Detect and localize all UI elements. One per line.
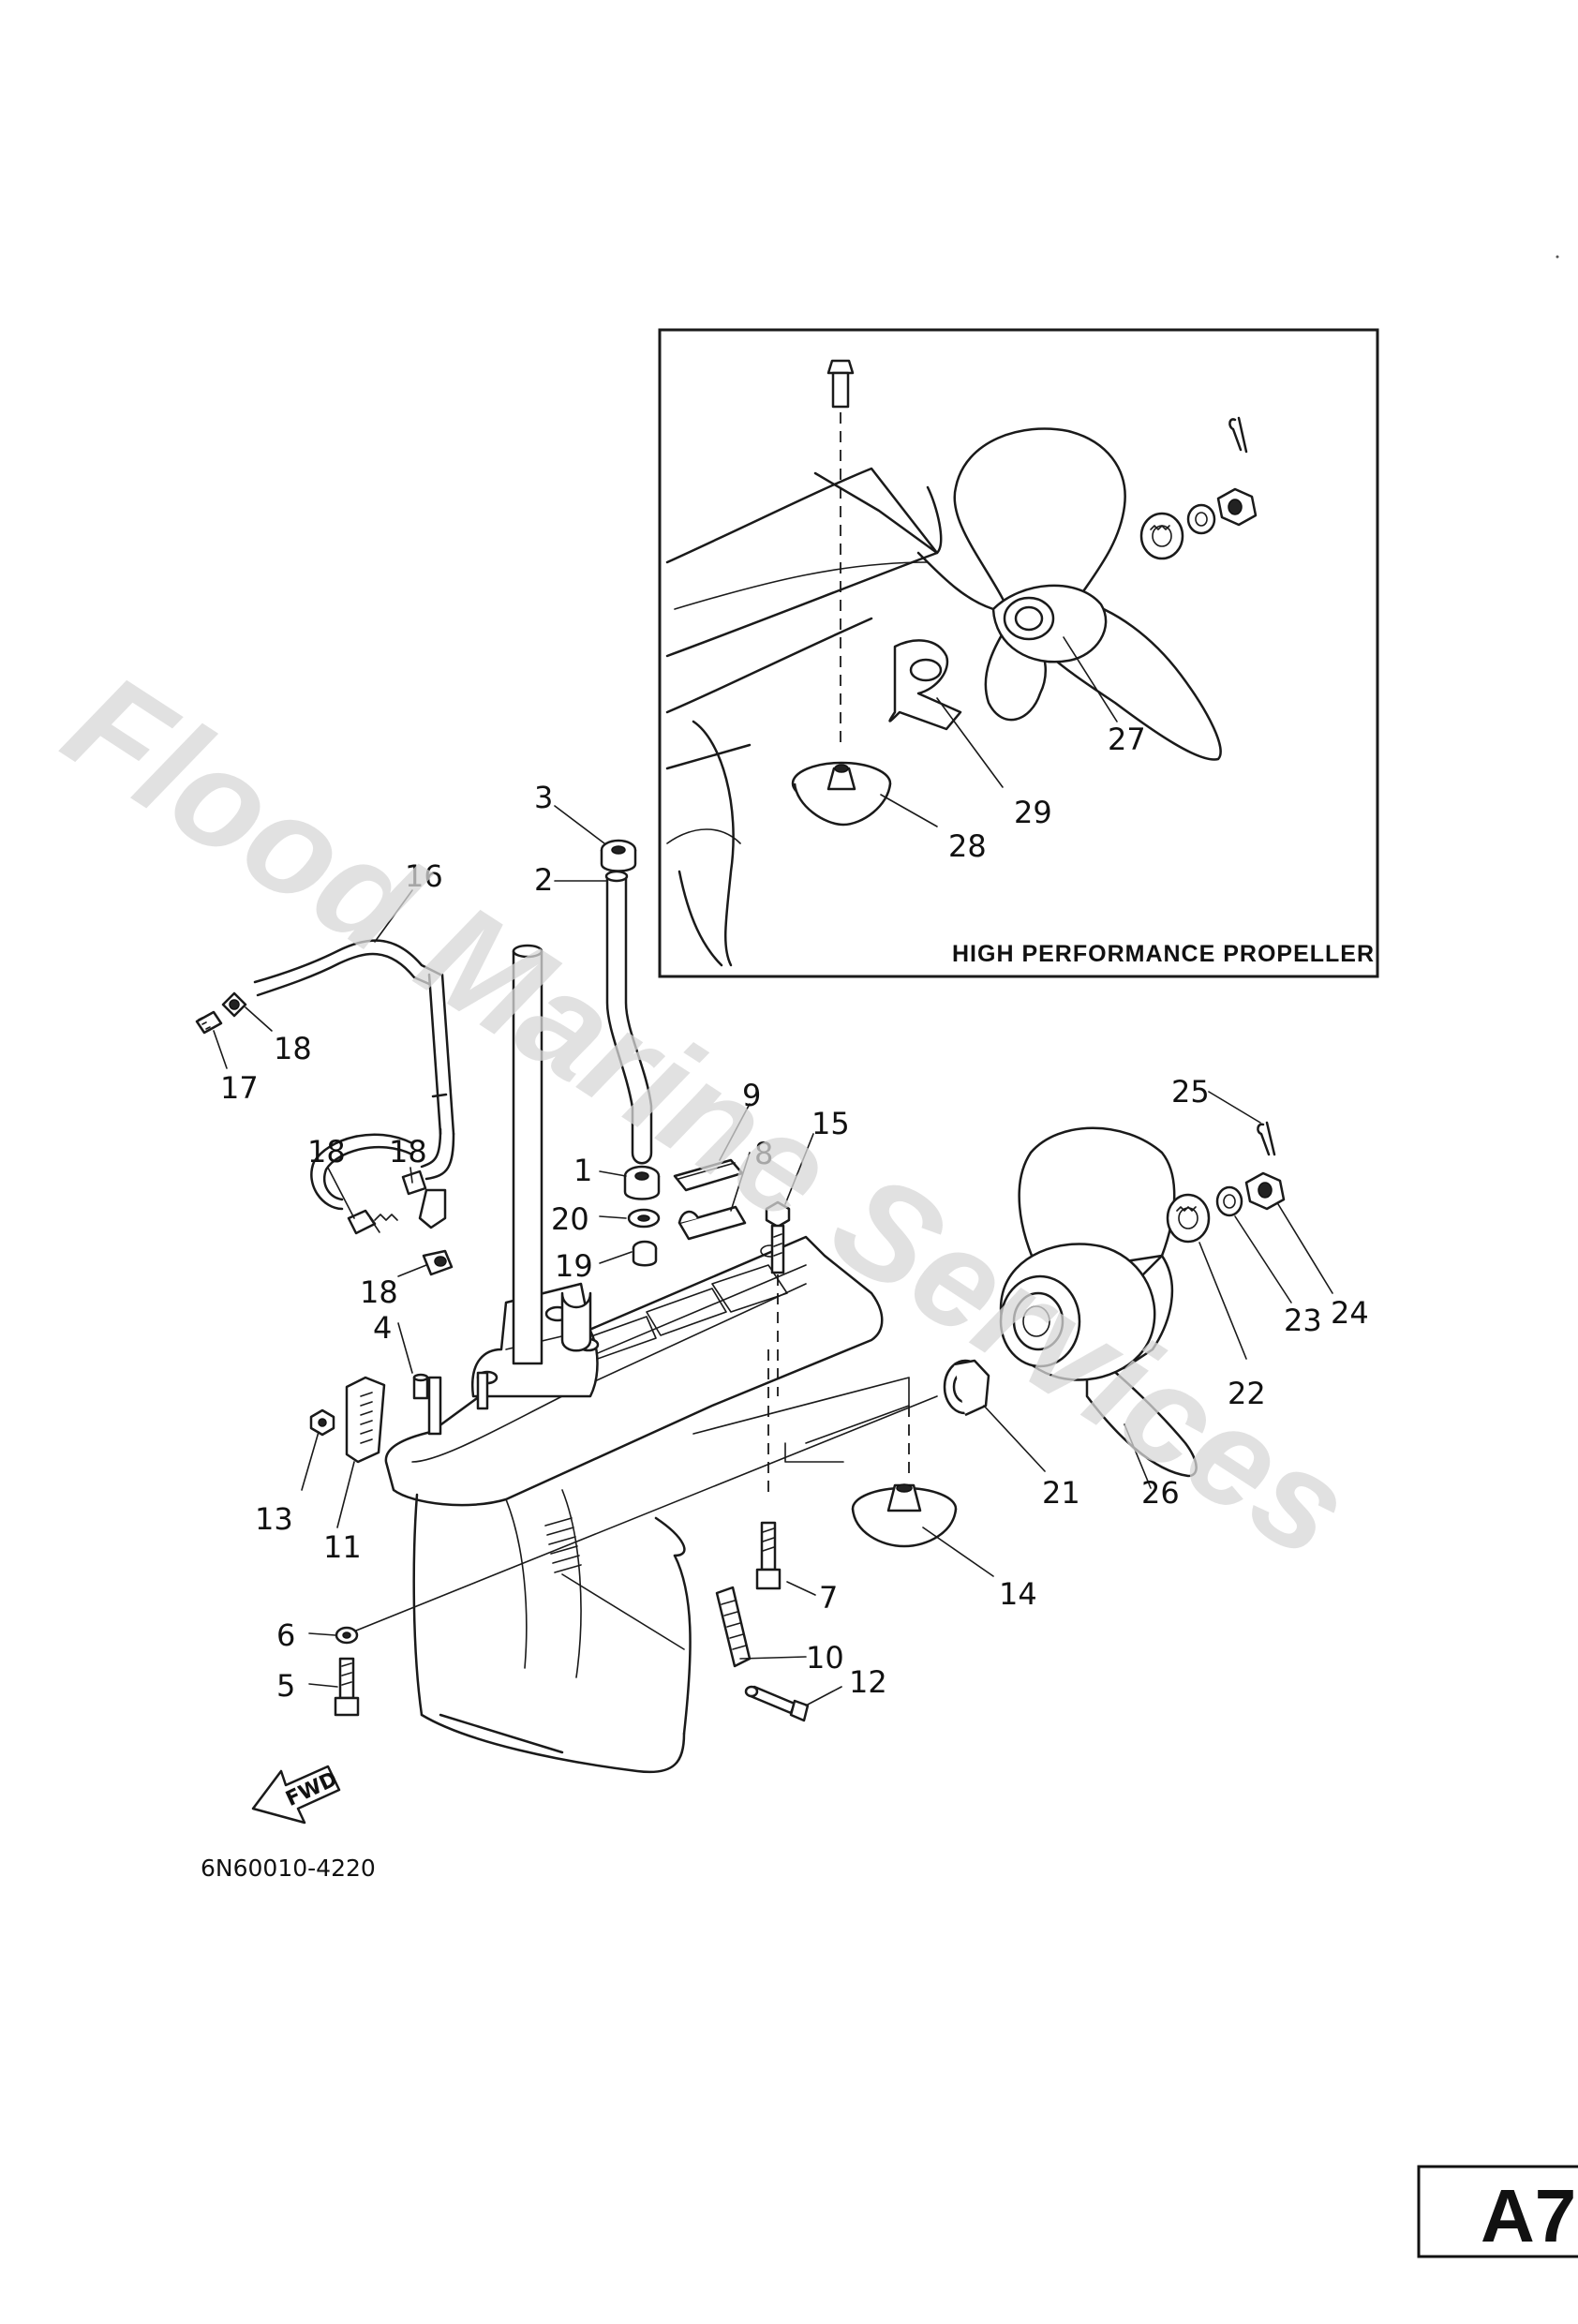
inset-caption: HIGH PERFORMANCE PROPELLER — [952, 941, 1375, 967]
callout-19: 19 — [555, 1248, 593, 1284]
inset-trim-tab-28 — [791, 761, 892, 827]
leader-lines — [213, 805, 1333, 1706]
part-22-spacer — [1166, 1193, 1211, 1244]
part-4-dowel — [412, 1373, 429, 1400]
part-7-bolt — [755, 1349, 782, 1590]
callout-26: 26 — [1141, 1475, 1180, 1511]
callout-8: 8 — [754, 1136, 773, 1171]
part-12-bolt — [744, 1685, 810, 1722]
part-11-anode — [345, 1376, 386, 1464]
callout-3: 3 — [534, 780, 553, 815]
part-23-washer — [1215, 1185, 1243, 1217]
part-15-bolt — [765, 1200, 791, 1396]
part-6-washer — [335, 1626, 359, 1645]
watermark: Flood Marine Services — [40, 643, 1377, 1587]
callout-13: 13 — [255, 1501, 293, 1537]
callout-7: 7 — [819, 1580, 838, 1616]
part-14-trim-tab — [851, 1406, 958, 1548]
part-1-grommet — [623, 1165, 661, 1200]
callout-22: 22 — [1228, 1376, 1266, 1411]
callout-20: 20 — [551, 1201, 589, 1237]
callout-5: 5 — [276, 1668, 295, 1704]
inset-spacer — [1139, 512, 1184, 560]
callout-18-a: 18 — [274, 1031, 312, 1066]
inset-propeller-27 — [953, 427, 1222, 761]
document-code: 6N60010-4220 — [201, 1855, 376, 1882]
inset-cotter-pin — [1228, 416, 1248, 454]
part-10-anode — [715, 1586, 752, 1668]
callout-6: 6 — [276, 1617, 295, 1653]
part-18-clip-d — [422, 1249, 454, 1276]
part-18-clip-b — [347, 1209, 380, 1235]
water-inlet-slots — [544, 1517, 582, 1573]
callout-11: 11 — [323, 1529, 362, 1565]
part-9-grommet — [673, 1158, 744, 1192]
callout-18-b: 18 — [307, 1134, 346, 1169]
part-16-hose — [253, 939, 455, 1211]
inset-frame — [658, 328, 1379, 978]
lower-unit-housing — [384, 944, 884, 1774]
callout-9: 9 — [742, 1078, 761, 1113]
callout-4: 4 — [373, 1310, 392, 1346]
drive-shaft — [512, 944, 543, 1365]
part-8-grommet — [677, 1205, 747, 1241]
part-20-seal — [627, 1208, 661, 1229]
callout-15: 15 — [811, 1106, 850, 1141]
part-5-bolt — [334, 1657, 360, 1717]
callout-23: 23 — [1284, 1303, 1322, 1338]
speck — [1556, 255, 1559, 259]
callout-18-d: 18 — [360, 1274, 398, 1310]
callout-12: 12 — [849, 1664, 887, 1700]
callout-10: 10 — [806, 1640, 844, 1676]
part-17-fitting — [195, 1010, 223, 1035]
callout-28: 28 — [948, 828, 987, 864]
part-18-clip-c — [401, 1169, 427, 1196]
fwd-arrow: FWD — [251, 1765, 341, 1825]
part-26-propeller — [999, 1126, 1198, 1478]
inset-gearcase-drawing — [665, 467, 995, 967]
callout-14: 14 — [999, 1576, 1037, 1612]
part-3-grommet — [600, 839, 637, 872]
callout-2: 2 — [534, 862, 553, 898]
inset-anode-bolt — [826, 359, 855, 750]
callout-29: 29 — [1014, 795, 1052, 830]
small-spring — [374, 1214, 398, 1221]
inset-washer — [1186, 503, 1216, 535]
high-performance-propeller-inset: 27 29 28 HIGH PERFORMANCE PROPELLER — [658, 328, 1379, 978]
part-21-thrust-hub — [943, 1359, 990, 1417]
page-tab-label: A7 — [1481, 2174, 1576, 2257]
callout-16: 16 — [405, 858, 443, 894]
callout-25: 25 — [1171, 1074, 1210, 1110]
part-24-nut — [1244, 1171, 1286, 1211]
callout-1: 1 — [573, 1153, 592, 1188]
callout-18-c: 18 — [389, 1134, 427, 1169]
inset-nut — [1216, 487, 1258, 527]
callout-27: 27 — [1108, 722, 1146, 757]
part-19-bushing — [632, 1240, 658, 1267]
part-18-clip-a — [221, 991, 247, 1018]
part-2-water-tube — [604, 870, 653, 1165]
part-25-cotter-pin — [1257, 1121, 1276, 1156]
callout-21: 21 — [1042, 1475, 1080, 1511]
elbow-fitting — [418, 1188, 447, 1229]
part-13-nut — [309, 1408, 335, 1437]
page-tab: A7 — [1417, 2165, 1578, 2258]
callout-17: 17 — [220, 1070, 259, 1106]
callout-24: 24 — [1331, 1295, 1369, 1331]
